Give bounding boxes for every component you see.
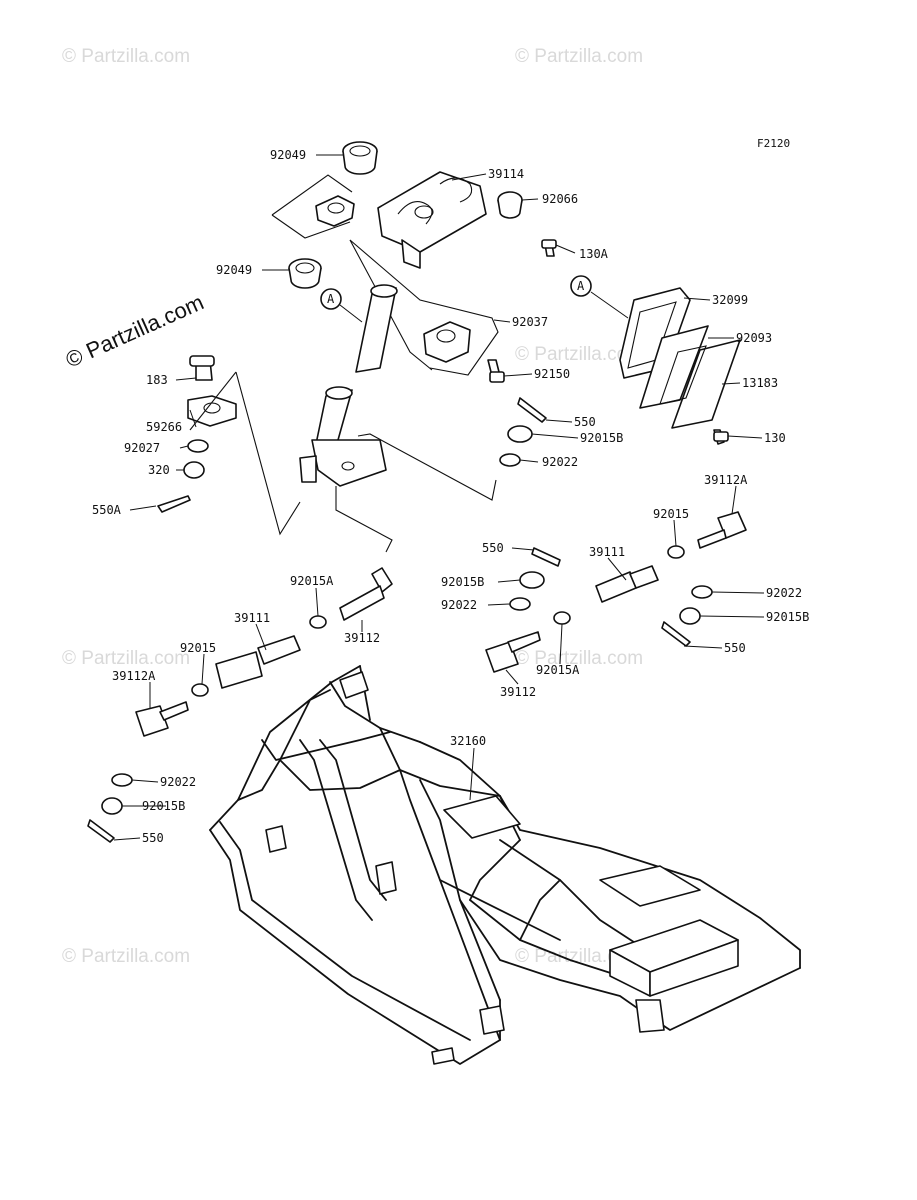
part-label[interactable]: 92015 — [180, 641, 216, 655]
part-label[interactable]: 550A — [92, 503, 122, 517]
frame-32160 — [209, 665, 801, 1065]
part-label[interactable]: 130A — [579, 247, 609, 261]
part-label[interactable]: 550 — [574, 415, 596, 429]
bushing-92049-top — [342, 141, 378, 175]
bolt-92150 — [487, 359, 505, 383]
part-label[interactable]: 32160 — [450, 734, 486, 748]
meter-housing: A — [541, 239, 741, 445]
watermark: © Partzilla.com — [515, 344, 643, 365]
part-label[interactable]: 92015 — [653, 507, 689, 521]
part-label[interactable]: 92015B — [766, 610, 809, 624]
figure-code: F2120 — [757, 137, 790, 150]
part-label[interactable]: 320 — [148, 463, 170, 477]
part-label[interactable]: 92015B — [142, 799, 185, 813]
holder-lower-left — [315, 195, 355, 227]
part-label[interactable]: 92049 — [216, 263, 252, 277]
part-label[interactable]: 92015A — [290, 574, 334, 588]
pitman-arm-left — [157, 355, 301, 536]
watermark: © Partzilla.com — [515, 648, 643, 669]
hardware-upper-right — [499, 397, 547, 467]
part-label[interactable]: 39112A — [704, 473, 748, 487]
part-label[interactable]: 550 — [724, 641, 746, 655]
leader-lines — [113, 154, 765, 841]
part-label[interactable]: 550 — [482, 541, 504, 555]
copyright-mark: © Partzilla.com — [62, 289, 208, 372]
part-label[interactable]: 92015B — [441, 575, 484, 589]
steering-shaft: A — [299, 284, 497, 553]
part-label[interactable]: 92022 — [542, 455, 578, 469]
part-label[interactable]: 92150 — [534, 367, 570, 381]
watermark: © Partzilla.com — [62, 648, 190, 669]
part-label[interactable]: 39111 — [234, 611, 270, 625]
ref-a-circle — [320, 288, 342, 310]
part-label[interactable]: 92022 — [766, 586, 802, 600]
ref-a-label-2: A — [577, 279, 585, 293]
cap-92066 — [497, 191, 523, 219]
part-label[interactable]: 39112 — [344, 631, 380, 645]
part-label[interactable]: 39111 — [589, 545, 625, 559]
part-label[interactable]: 550 — [142, 831, 164, 845]
handlebar-clamp-group — [271, 141, 523, 383]
part-label[interactable]: 92066 — [542, 192, 578, 206]
part-label[interactable]: 39112 — [500, 685, 536, 699]
ref-a-label-1: A — [327, 292, 335, 306]
part-label[interactable]: 92093 — [736, 331, 772, 345]
watermark: © Partzilla.com — [515, 46, 643, 67]
part-label[interactable]: 92022 — [441, 598, 477, 612]
part-label[interactable]: 92015B — [580, 431, 623, 445]
part-label[interactable]: 130 — [764, 431, 786, 445]
part-label[interactable]: 32099 — [712, 293, 748, 307]
part-label[interactable]: 92015A — [536, 663, 580, 677]
watermark: © Partzilla.com — [62, 946, 190, 967]
part-label[interactable]: 59266 — [146, 420, 182, 434]
bushing-92049-bottom — [288, 258, 322, 289]
part-label[interactable]: 183 — [146, 373, 168, 387]
part-label[interactable]: 92022 — [160, 775, 196, 789]
part-label[interactable]: 39114 — [488, 167, 524, 181]
part-label[interactable]: 39112A — [112, 669, 156, 683]
part-labels: 92049 39114 92066 92049 130A 32099 92037… — [92, 148, 809, 845]
watermark: © Partzilla.com — [62, 46, 190, 67]
part-label[interactable]: 92027 — [124, 441, 160, 455]
part-label[interactable]: 92049 — [270, 148, 306, 162]
tie-rod-left — [87, 567, 393, 843]
part-label[interactable]: 13183 — [742, 376, 778, 390]
watermark-layer: © Partzilla.com © Partzilla.com © Partzi… — [62, 46, 643, 967]
part-label[interactable]: 92037 — [512, 315, 548, 329]
ref-a-circle — [570, 275, 592, 297]
